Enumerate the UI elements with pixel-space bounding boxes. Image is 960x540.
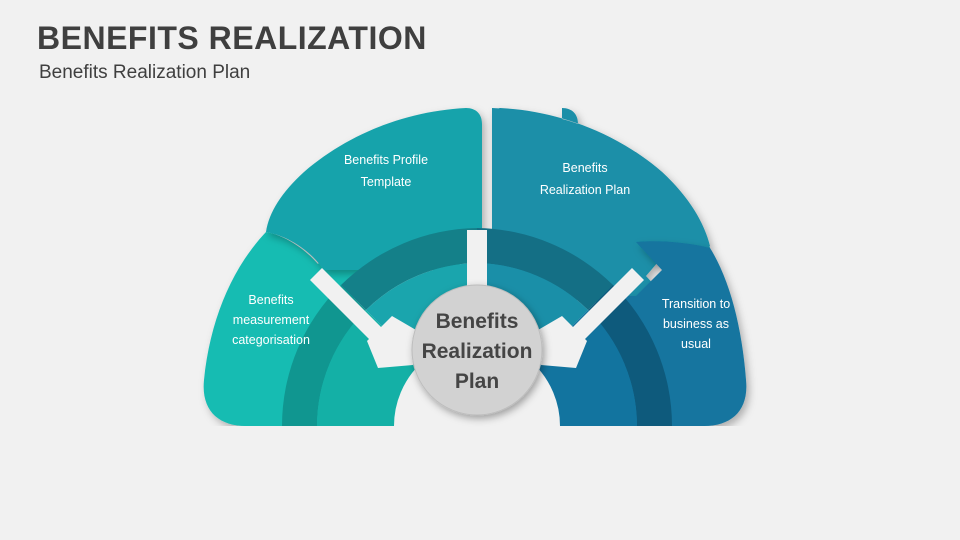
- inner-ring-shade-left: [282, 285, 366, 426]
- notch-separator-3: [538, 268, 644, 368]
- inner-ring-shade-upper-left: [341, 228, 477, 310]
- inner-ring-shade-right: [588, 285, 672, 426]
- page-subtitle: Benefits Realization Plan: [39, 62, 251, 83]
- inner-ring-shade-upper-right: [477, 228, 613, 310]
- center-hub[interactable]: [411, 284, 543, 416]
- notch-separator-1: [310, 268, 416, 368]
- benefits-realization-diagram: Benefits measurement categorisation Bene…: [170, 80, 810, 450]
- ring-baseline-mask: [190, 426, 770, 450]
- page-title: BENEFITS REALIZATION: [37, 20, 427, 56]
